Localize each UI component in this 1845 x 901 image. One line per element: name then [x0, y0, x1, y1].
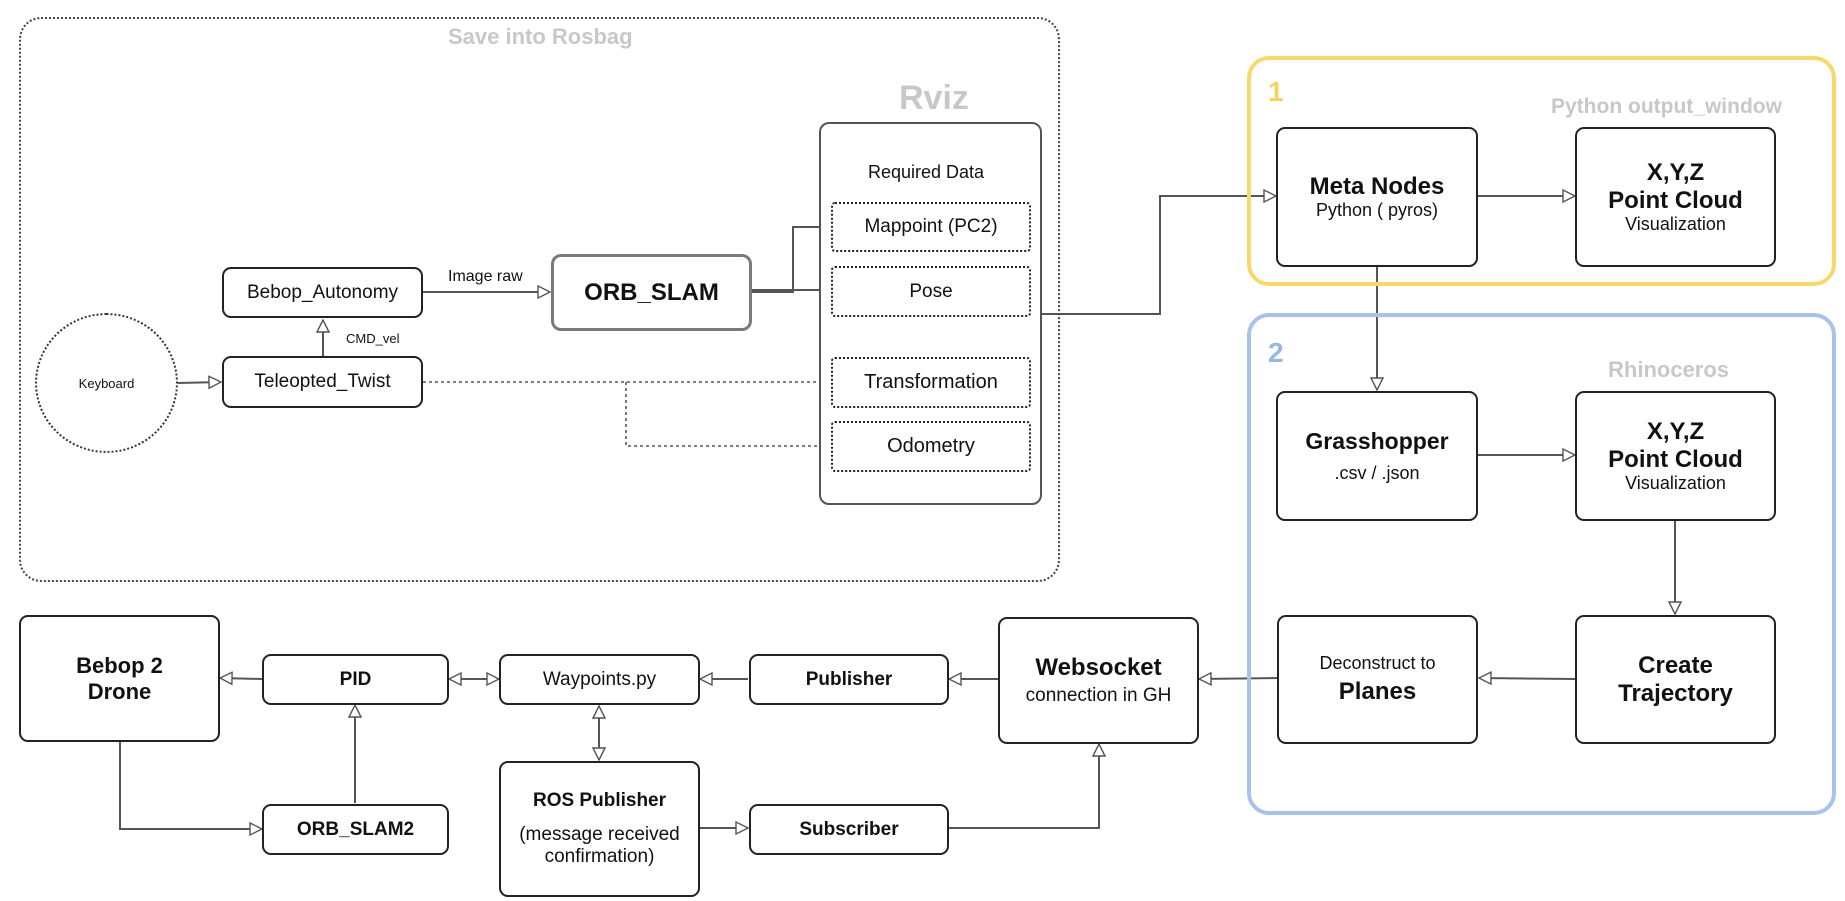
orb-slam-node[interactable]: ORB_SLAM — [551, 254, 752, 331]
orb-slam2-label: ORB_SLAM2 — [296, 818, 415, 840]
websocket-subtitle: connection in GH — [1025, 685, 1172, 707]
edge-drone-orbslam2 — [119, 742, 262, 829]
orb-slam-label: ORB_SLAM — [584, 278, 719, 306]
odometry-node[interactable]: Odometry — [831, 421, 1031, 472]
ros-publisher-title: ROS Publisher — [532, 790, 667, 812]
deconstruct-node[interactable]: Deconstruct to Planes — [1277, 615, 1478, 744]
websocket-node[interactable]: Websocket connection in GH — [998, 617, 1199, 744]
bebop-drone-node[interactable]: Bebop 2 Drone — [19, 615, 220, 742]
pose-node[interactable]: Pose — [831, 266, 1031, 317]
grasshopper-title: Grasshopper — [1305, 428, 1449, 455]
meta-nodes-node[interactable]: Meta Nodes Python ( pyros) — [1276, 127, 1478, 267]
waypoints-node[interactable]: Waypoints.py — [499, 654, 700, 705]
create-trajectory-line1: Create — [1638, 651, 1713, 679]
create-trajectory-node[interactable]: Create Trajectory — [1575, 615, 1776, 744]
group1-number: 1 — [1268, 76, 1284, 107]
group2-title: Rhinoceros — [1608, 357, 1730, 382]
point-cloud-2-line1: X,Y,Z — [1646, 418, 1705, 446]
point-cloud-1-line1: X,Y,Z — [1646, 159, 1705, 187]
cmd-vel-label: CMD_vel — [346, 331, 400, 346]
rosbag-title: Save into Rosbag — [448, 24, 633, 49]
transformation-node[interactable]: Transformation — [831, 357, 1031, 408]
orb-slam2-node[interactable]: ORB_SLAM2 — [262, 804, 449, 855]
required-data-label: Required Data — [868, 162, 985, 182]
point-cloud-2-line3: Visualization — [1625, 473, 1726, 494]
websocket-title: Websocket — [1035, 653, 1162, 681]
group2-region — [1247, 313, 1836, 815]
mappoint-node[interactable]: Mappoint (PC2) — [831, 202, 1031, 252]
pid-label: PID — [339, 668, 372, 690]
teleopted-twist-node[interactable]: Teleopted_Twist — [222, 356, 423, 408]
waypoints-label: Waypoints.py — [542, 668, 657, 690]
edge-keyboard-teleop — [177, 382, 221, 383]
point-cloud-2-line2: Point Cloud — [1608, 445, 1743, 473]
edge-subscriber-websocket — [948, 744, 1099, 829]
subscriber-label: Subscriber — [799, 818, 899, 840]
keyboard-node[interactable]: Keyboard — [35, 313, 178, 453]
publisher-node[interactable]: Publisher — [749, 654, 949, 705]
create-trajectory-line2: Trajectory — [1618, 679, 1733, 707]
meta-nodes-title: Meta Nodes — [1309, 172, 1445, 200]
grasshopper-subtitle: .csv / .json — [1334, 462, 1420, 483]
ros-publisher-sub2: confirmation) — [544, 845, 655, 867]
edge-rviz-metanodes — [1042, 196, 1276, 315]
pose-label: Pose — [909, 280, 953, 302]
point-cloud-1-node[interactable]: X,Y,Z Point Cloud Visualization — [1575, 127, 1776, 267]
keyboard-label: Keyboard — [78, 375, 135, 391]
subscriber-node[interactable]: Subscriber — [749, 804, 949, 855]
meta-nodes-subtitle: Python ( pyros) — [1315, 200, 1439, 221]
publisher-label: Publisher — [805, 668, 893, 690]
rviz-title: Rviz — [899, 79, 969, 117]
point-cloud-2-node[interactable]: X,Y,Z Point Cloud Visualization — [1575, 391, 1776, 521]
edge-pid-drone — [220, 678, 263, 679]
group1-title: Python output_window — [1551, 95, 1782, 118]
edge-deconstruct-websocket — [1199, 678, 1279, 679]
bebop-autonomy-label: Bebop_Autonomy — [246, 281, 399, 303]
group1-region — [1247, 56, 1836, 286]
pid-node[interactable]: PID — [262, 654, 449, 705]
ros-publisher-node[interactable]: ROS Publisher (message received confirma… — [499, 761, 700, 897]
grasshopper-node[interactable]: Grasshopper .csv / .json — [1276, 391, 1478, 521]
ros-publisher-sub1: (message received — [519, 824, 680, 846]
image-raw-label: Image raw — [448, 268, 523, 285]
bebop-drone-line2: Drone — [87, 678, 152, 704]
point-cloud-1-line3: Visualization — [1625, 214, 1726, 235]
rosbag-region — [19, 17, 1060, 582]
bebop-autonomy-node[interactable]: Bebop_Autonomy — [222, 267, 423, 318]
bebop-drone-line1: Bebop 2 — [76, 653, 163, 679]
deconstruct-line2: Planes — [1338, 678, 1417, 706]
group2-number: 2 — [1268, 337, 1284, 368]
teleopted-twist-label: Teleopted_Twist — [254, 371, 391, 393]
edge-trajectory-deconstruct — [1479, 678, 1576, 679]
point-cloud-1-line2: Point Cloud — [1608, 186, 1743, 214]
deconstruct-line1: Deconstruct to — [1319, 653, 1436, 674]
odometry-label: Odometry — [887, 435, 975, 457]
edge-orbslam-mappoint — [752, 226, 832, 293]
mappoint-label: Mappoint (PC2) — [864, 216, 998, 238]
transformation-label: Transformation — [864, 371, 998, 393]
